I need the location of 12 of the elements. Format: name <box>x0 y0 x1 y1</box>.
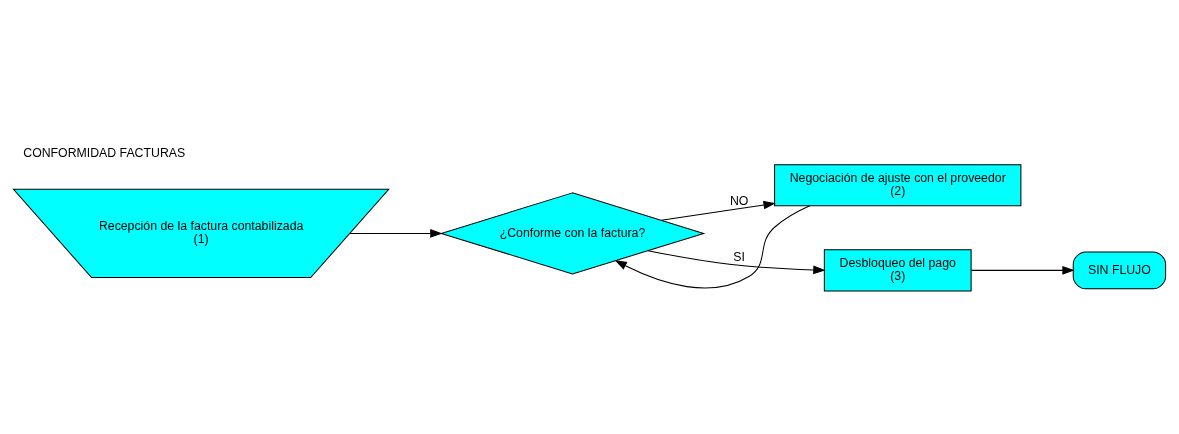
edge-label: SI <box>733 249 745 264</box>
edge-label: NO <box>729 194 749 209</box>
node-box: SIN FLUJO <box>1072 251 1167 290</box>
arrow <box>647 250 826 275</box>
arrow <box>970 266 1075 275</box>
node-box: Desbloqueo del pago (3) <box>823 249 972 292</box>
arrow <box>349 229 443 238</box>
arrow <box>614 205 811 289</box>
node-diamond: ¿Conforme con la factura? <box>439 192 706 275</box>
diagram-title: CONFORMIDAD FACTURAS <box>23 146 186 161</box>
node-box: Negociación de ajuste con el proveedor (2) <box>774 164 1022 207</box>
arrow <box>660 200 776 221</box>
